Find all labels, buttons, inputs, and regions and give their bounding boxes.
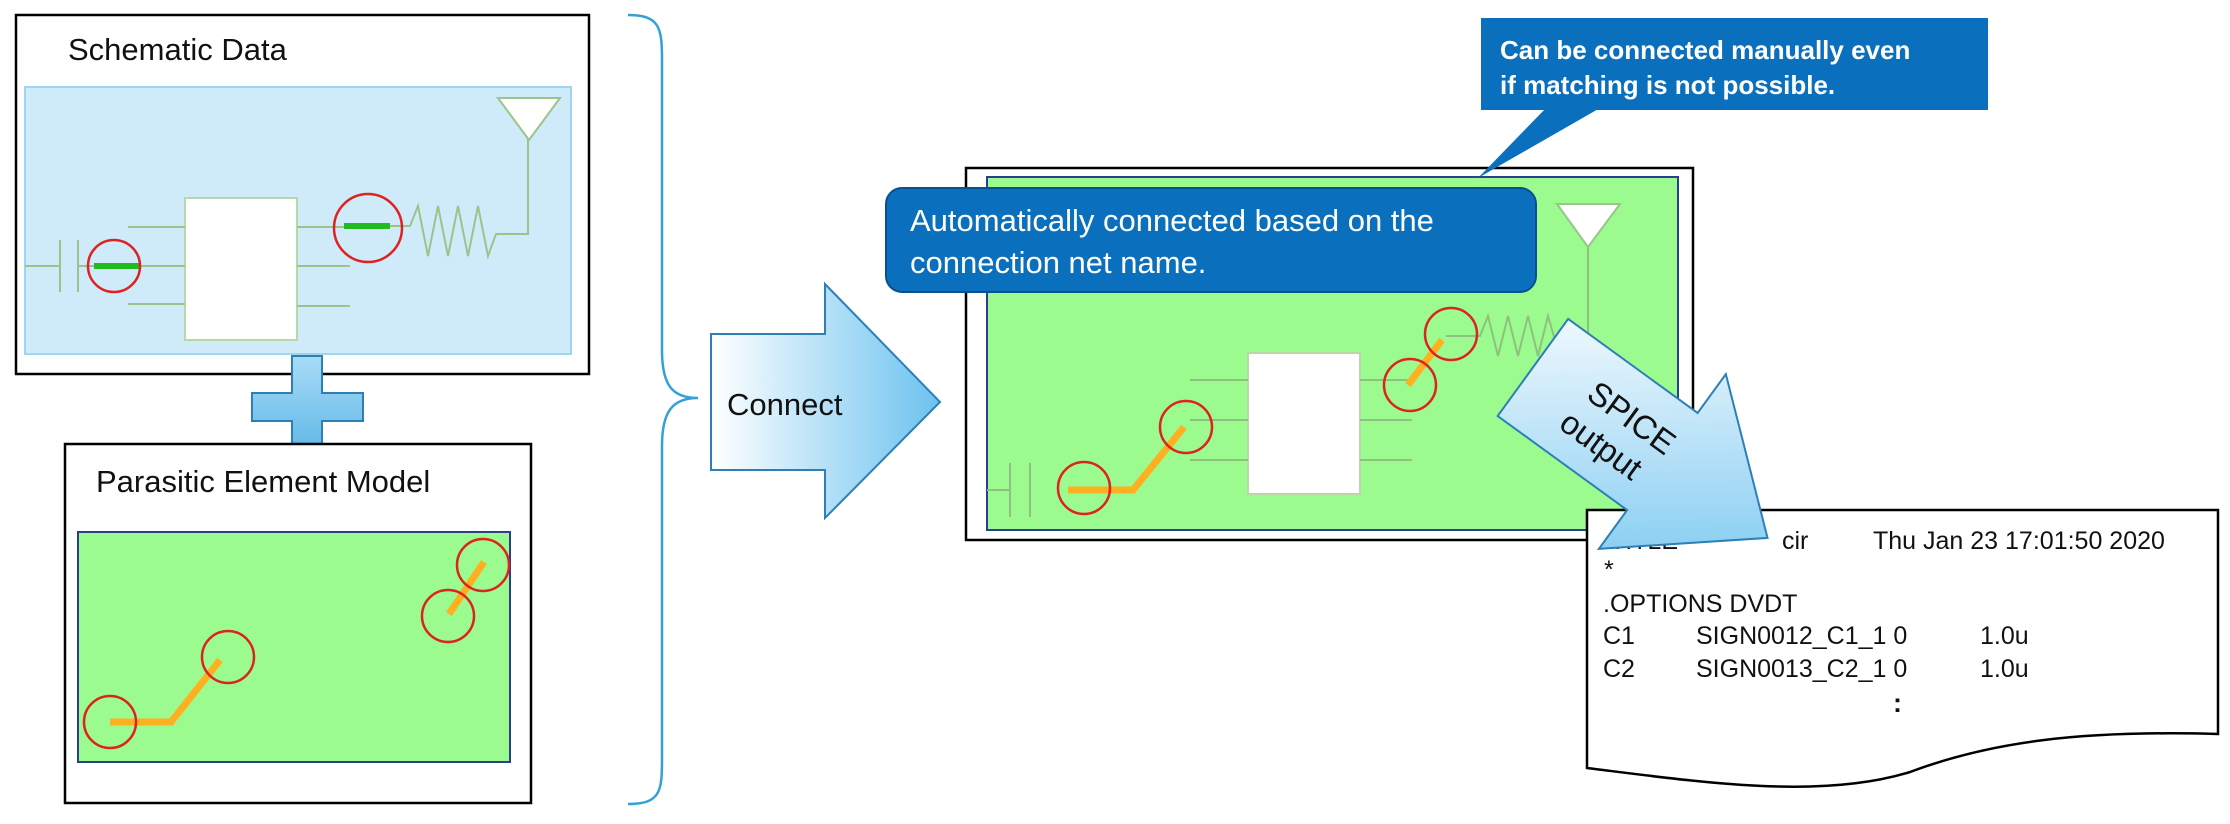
parasitic-title: Parasitic Element Model	[96, 464, 430, 499]
parasitic-marker-4	[455, 537, 511, 593]
parasitic-panel: Parasitic Element Model	[63, 442, 533, 805]
merged-marker-3	[1382, 357, 1438, 413]
schematic-title: Schematic Data	[68, 32, 288, 67]
spice-row-2-value: 1.0u	[1980, 655, 2029, 683]
spice-row-1-value: 1.0u	[1980, 622, 2029, 650]
schematic-pins	[25, 130, 529, 307]
callout-manual-line2: if matching is not possible.	[1500, 70, 1835, 100]
callout-manual-line1: Can be connected manually even	[1500, 35, 1910, 65]
schematic-antenna-icon	[496, 97, 562, 142]
parasitic-area	[77, 531, 511, 763]
schematic-marker-left	[86, 238, 142, 294]
spice-options: .OPTIONS DVDT	[1603, 590, 1797, 618]
spice-comment: *	[1604, 556, 1614, 584]
connect-label: Connect	[727, 387, 843, 422]
parasitic-net-left	[110, 657, 223, 726]
callout-auto-line2: connection net name.	[910, 245, 1206, 280]
merged-net-left	[1068, 424, 1187, 494]
connect-arrow: Connect	[710, 281, 942, 521]
spice-continuation: :	[1893, 688, 1902, 718]
parasitic-marker-3	[420, 588, 476, 644]
merged-marker-2	[1158, 399, 1214, 455]
callout-auto-line1: Automatically connected based on the	[910, 203, 1434, 238]
spice-document: .TITLE cir Thu Jan 23 17:01:50 2020 * .O…	[1585, 508, 2220, 788]
spice-timestamp: Thu Jan 23 17:01:50 2020	[1873, 527, 2165, 555]
schematic-panel: Schematic Data	[14, 13, 591, 376]
parasitic-marker-1	[82, 694, 138, 750]
merged-marker-4	[1423, 306, 1479, 362]
spice-row-1-node: SIGN0012_C1_1 0	[1696, 622, 1907, 650]
merged-marker-1	[1056, 460, 1112, 516]
brace	[627, 13, 699, 806]
merged-component	[1247, 352, 1361, 495]
parasitic-net-right	[446, 560, 487, 616]
spice-title-partial: cir	[1782, 527, 1808, 555]
parasitic-marker-2	[200, 629, 256, 685]
spice-output-arrow: SPICE output	[1496, 317, 1769, 551]
callout-auto: Automatically connected based on the con…	[885, 187, 1537, 293]
merged-antenna-icon	[1555, 203, 1622, 249]
spice-row-1-name: C1	[1603, 622, 1635, 650]
spice-row-2-node: SIGN0013_C2_1 0	[1696, 655, 1907, 683]
spice-row-2-name: C2	[1603, 655, 1635, 683]
schematic-marker-right	[332, 192, 404, 264]
schematic-component	[184, 197, 298, 341]
callout-manual: Can be connected manually even if matchi…	[1478, 18, 1988, 178]
